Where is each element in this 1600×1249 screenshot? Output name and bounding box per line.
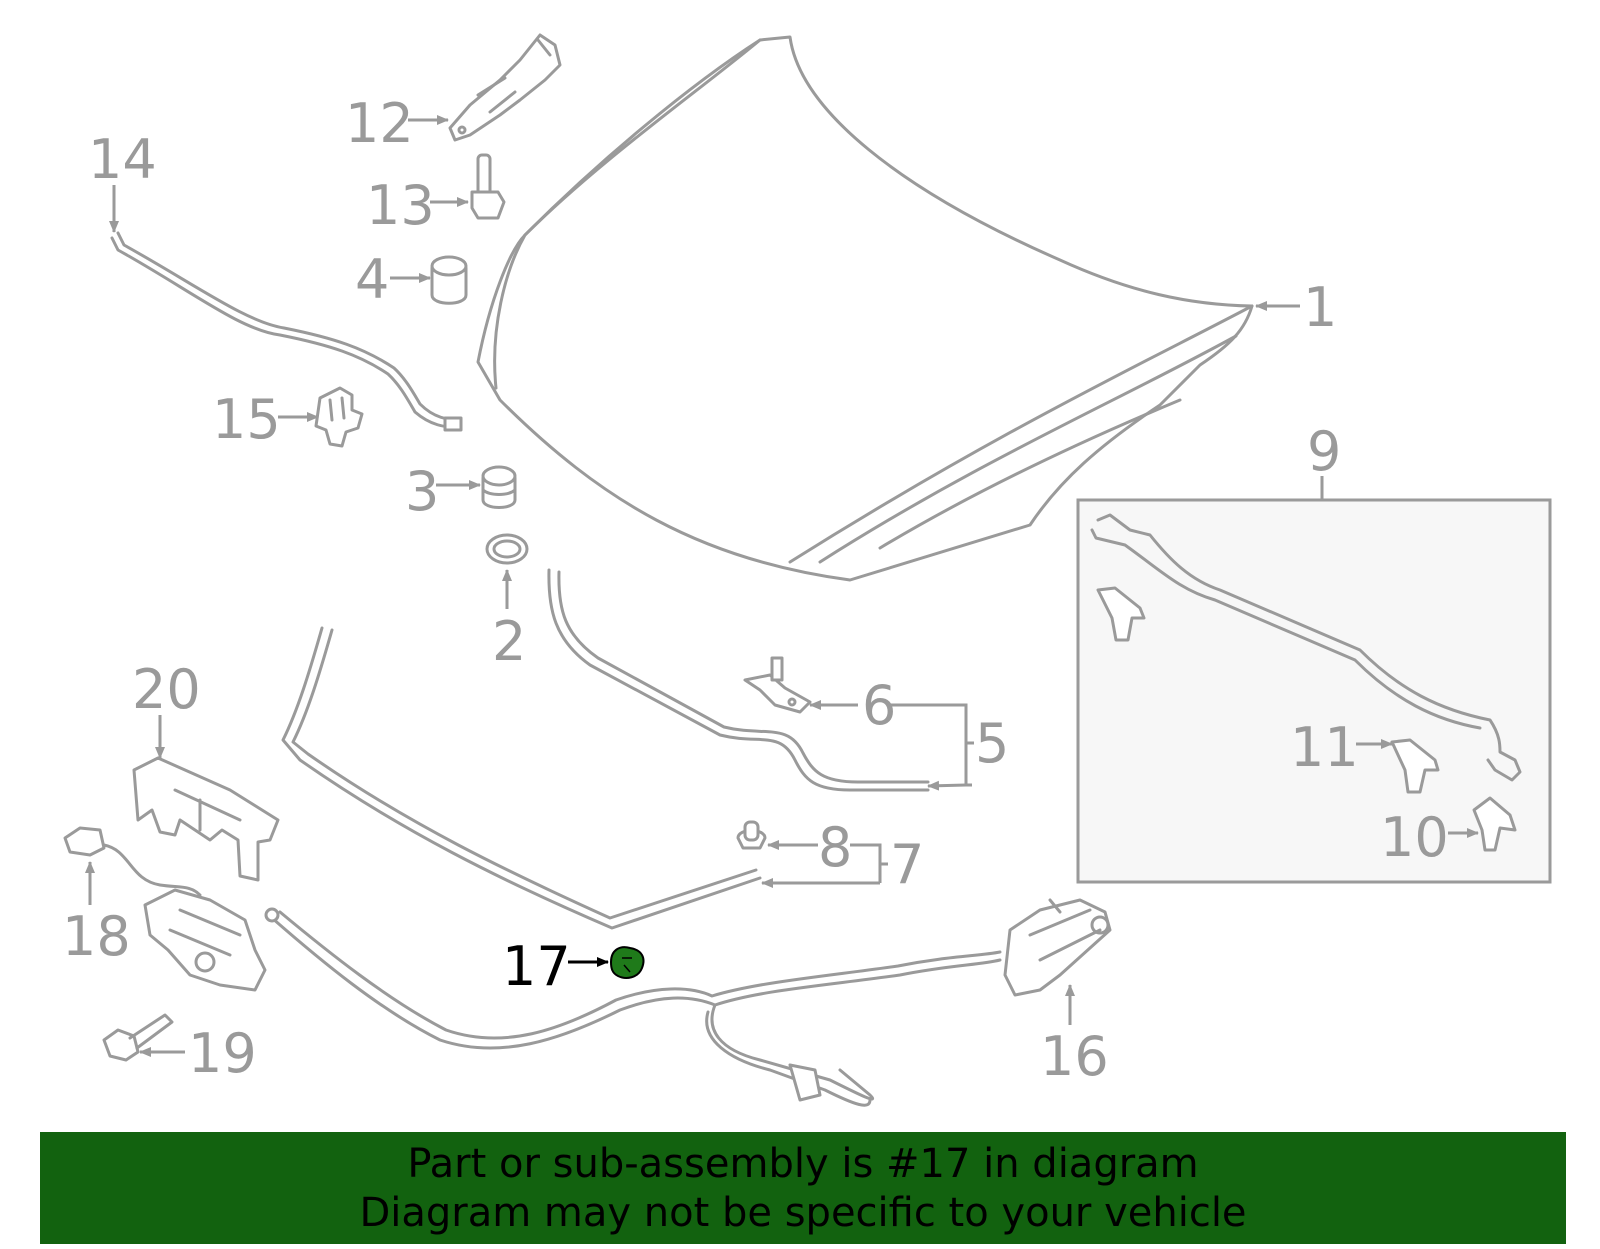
callout-arrows [85, 115, 1479, 1057]
latch-part-18 [63, 826, 267, 992]
callout-13: 13 [366, 174, 435, 237]
highlighted-clip-part-17 [609, 946, 645, 979]
callout-4: 4 [355, 248, 389, 311]
washer-part-2 [485, 533, 529, 565]
callout-1: 1 [1303, 276, 1337, 339]
hood-latch-part-16 [1003, 898, 1112, 997]
callout-10: 10 [1380, 806, 1449, 869]
hood-panel [476, 35, 1254, 582]
callout-6: 6 [862, 674, 896, 737]
inset-box-part-9 [1076, 498, 1552, 884]
seal-clip-part-6 [743, 656, 812, 714]
bumper-stop-part-3 [481, 465, 517, 509]
clip-part-15 [314, 386, 364, 448]
callout-16: 16 [1040, 1025, 1109, 1088]
release-cable-part-14 [110, 231, 463, 432]
callout-17-highlighted: 17 [502, 935, 571, 998]
callout-5: 5 [975, 712, 1009, 775]
front-seal-part-7 [281, 626, 762, 930]
hinge-part-12 [448, 33, 562, 142]
release-cable-main [264, 907, 1002, 1107]
callout-8: 8 [818, 816, 852, 879]
bolt-part-19 [102, 1013, 174, 1062]
callout-14: 14 [88, 128, 157, 191]
callout-15: 15 [212, 388, 281, 451]
callout-18: 18 [62, 905, 131, 968]
bracket-part-20 [132, 756, 280, 882]
callout-11: 11 [1290, 716, 1359, 779]
bolt-part-13 [470, 153, 506, 220]
clip-part-10 [1472, 796, 1517, 852]
clip-part-11 [1096, 586, 1440, 794]
callout-9: 9 [1307, 420, 1341, 483]
callout-19: 19 [188, 1022, 257, 1085]
callout-20: 20 [132, 658, 201, 721]
cushion-part-4 [430, 255, 468, 305]
notice-banner: Part or sub-assembly is #17 in diagram D… [40, 1132, 1566, 1244]
banner-line-disclaimer: Diagram may not be specific to your vehi… [359, 1190, 1247, 1236]
callout-12: 12 [345, 92, 414, 155]
banner-line-part-number: Part or sub-assembly is #17 in diagram [407, 1141, 1199, 1187]
clip-part-8 [736, 820, 767, 850]
callout-2: 2 [492, 610, 526, 673]
callout-3: 3 [405, 460, 439, 523]
callout-7: 7 [890, 833, 924, 896]
hood-seal-part-5 [547, 568, 930, 792]
